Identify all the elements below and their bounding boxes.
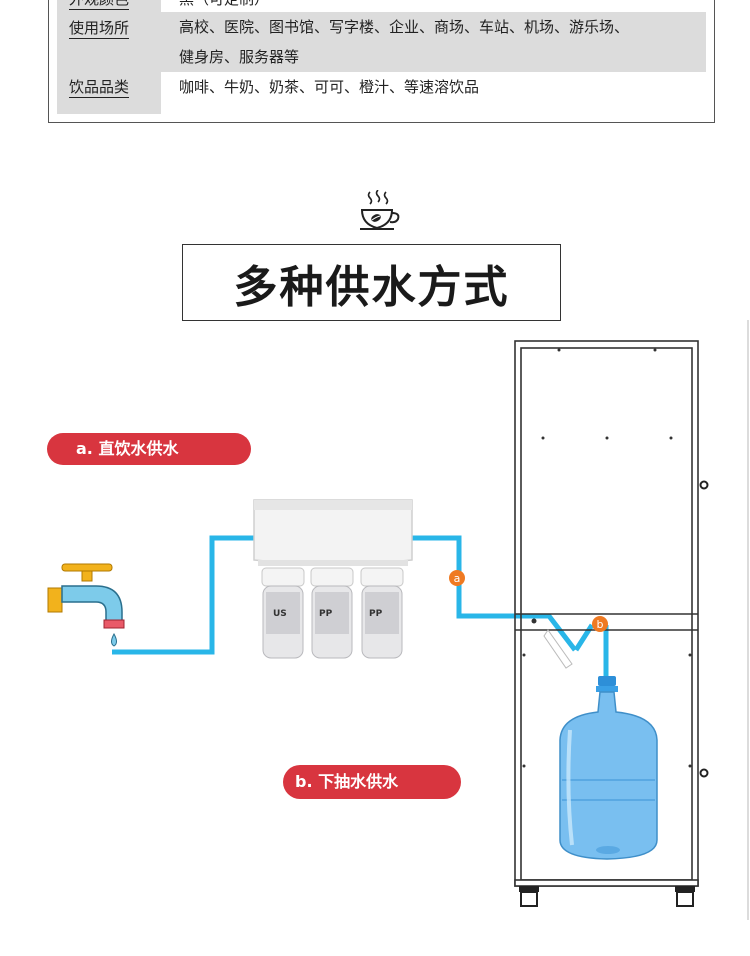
- cabinet-foot: [519, 886, 695, 907]
- marker-b: b: [592, 616, 608, 632]
- spec-row-venues: 使用场所 高校、医院、图书馆、写字楼、企业、商场、车站、机场、游乐场、 健身房、…: [57, 12, 706, 72]
- water-filter-unit: US PP PP: [253, 499, 413, 659]
- pump-supply-label: b. 下抽水供水: [283, 765, 461, 799]
- spec-key: 饮品品类: [69, 78, 130, 98]
- spec-value: 黑（可定制）: [161, 0, 706, 14]
- filter-label: PP: [369, 609, 383, 619]
- spec-value: 咖啡、牛奶、奶茶、可可、橙汁、等速溶饮品: [179, 78, 480, 96]
- pump-pipe: [573, 623, 595, 652]
- spec-key: 使用场所: [69, 19, 130, 39]
- spec-row-drinks: 饮品品类 咖啡、牛奶、奶茶、可可、橙汁、等速溶饮品: [57, 72, 706, 114]
- cabinet-rivets: [522, 348, 692, 768]
- section-title: 多种供水方式: [233, 261, 510, 313]
- direct-supply-label: a. 直饮水供水: [47, 433, 251, 465]
- water-supply-diagram: US PP PP a: [47, 320, 749, 920]
- pump-probe: [543, 629, 573, 669]
- cabinet-hinge: [699, 480, 709, 778]
- spec-key-cell: 使用场所: [57, 12, 161, 72]
- spec-value: 健身房、服务器等: [179, 48, 300, 66]
- filter-cartridge: [261, 567, 305, 659]
- spec-key-cell: 外观颜色: [57, 0, 161, 12]
- faucet-icon: [47, 563, 125, 647]
- coffee-cup-icon: [360, 190, 400, 230]
- marker-a: a: [449, 570, 465, 586]
- water-pipe: [112, 535, 609, 682]
- spec-table: 外观颜色 黑（可定制） 使用场所 高校、医院、图书馆、写字楼、企业、商场、车站、…: [48, 0, 715, 123]
- filter-cartridge: [360, 567, 404, 659]
- section-title-box: 多种供水方式: [182, 244, 561, 321]
- spec-key-cell: 饮品品类: [57, 72, 161, 114]
- water-bottle: [559, 676, 658, 860]
- filter-label: US: [273, 609, 287, 619]
- filter-label: PP: [319, 609, 333, 619]
- marker-a-label: a: [454, 572, 461, 585]
- spec-row-color: 外观颜色 黑（可定制）: [57, 0, 706, 12]
- spec-key: 外观颜色: [69, 0, 130, 10]
- spec-value: 高校、医院、图书馆、写字楼、企业、商场、车站、机场、游乐场、: [179, 18, 630, 36]
- marker-b-label: b: [597, 618, 604, 631]
- vending-cabinet: [514, 340, 699, 887]
- filter-cartridge: [310, 567, 354, 659]
